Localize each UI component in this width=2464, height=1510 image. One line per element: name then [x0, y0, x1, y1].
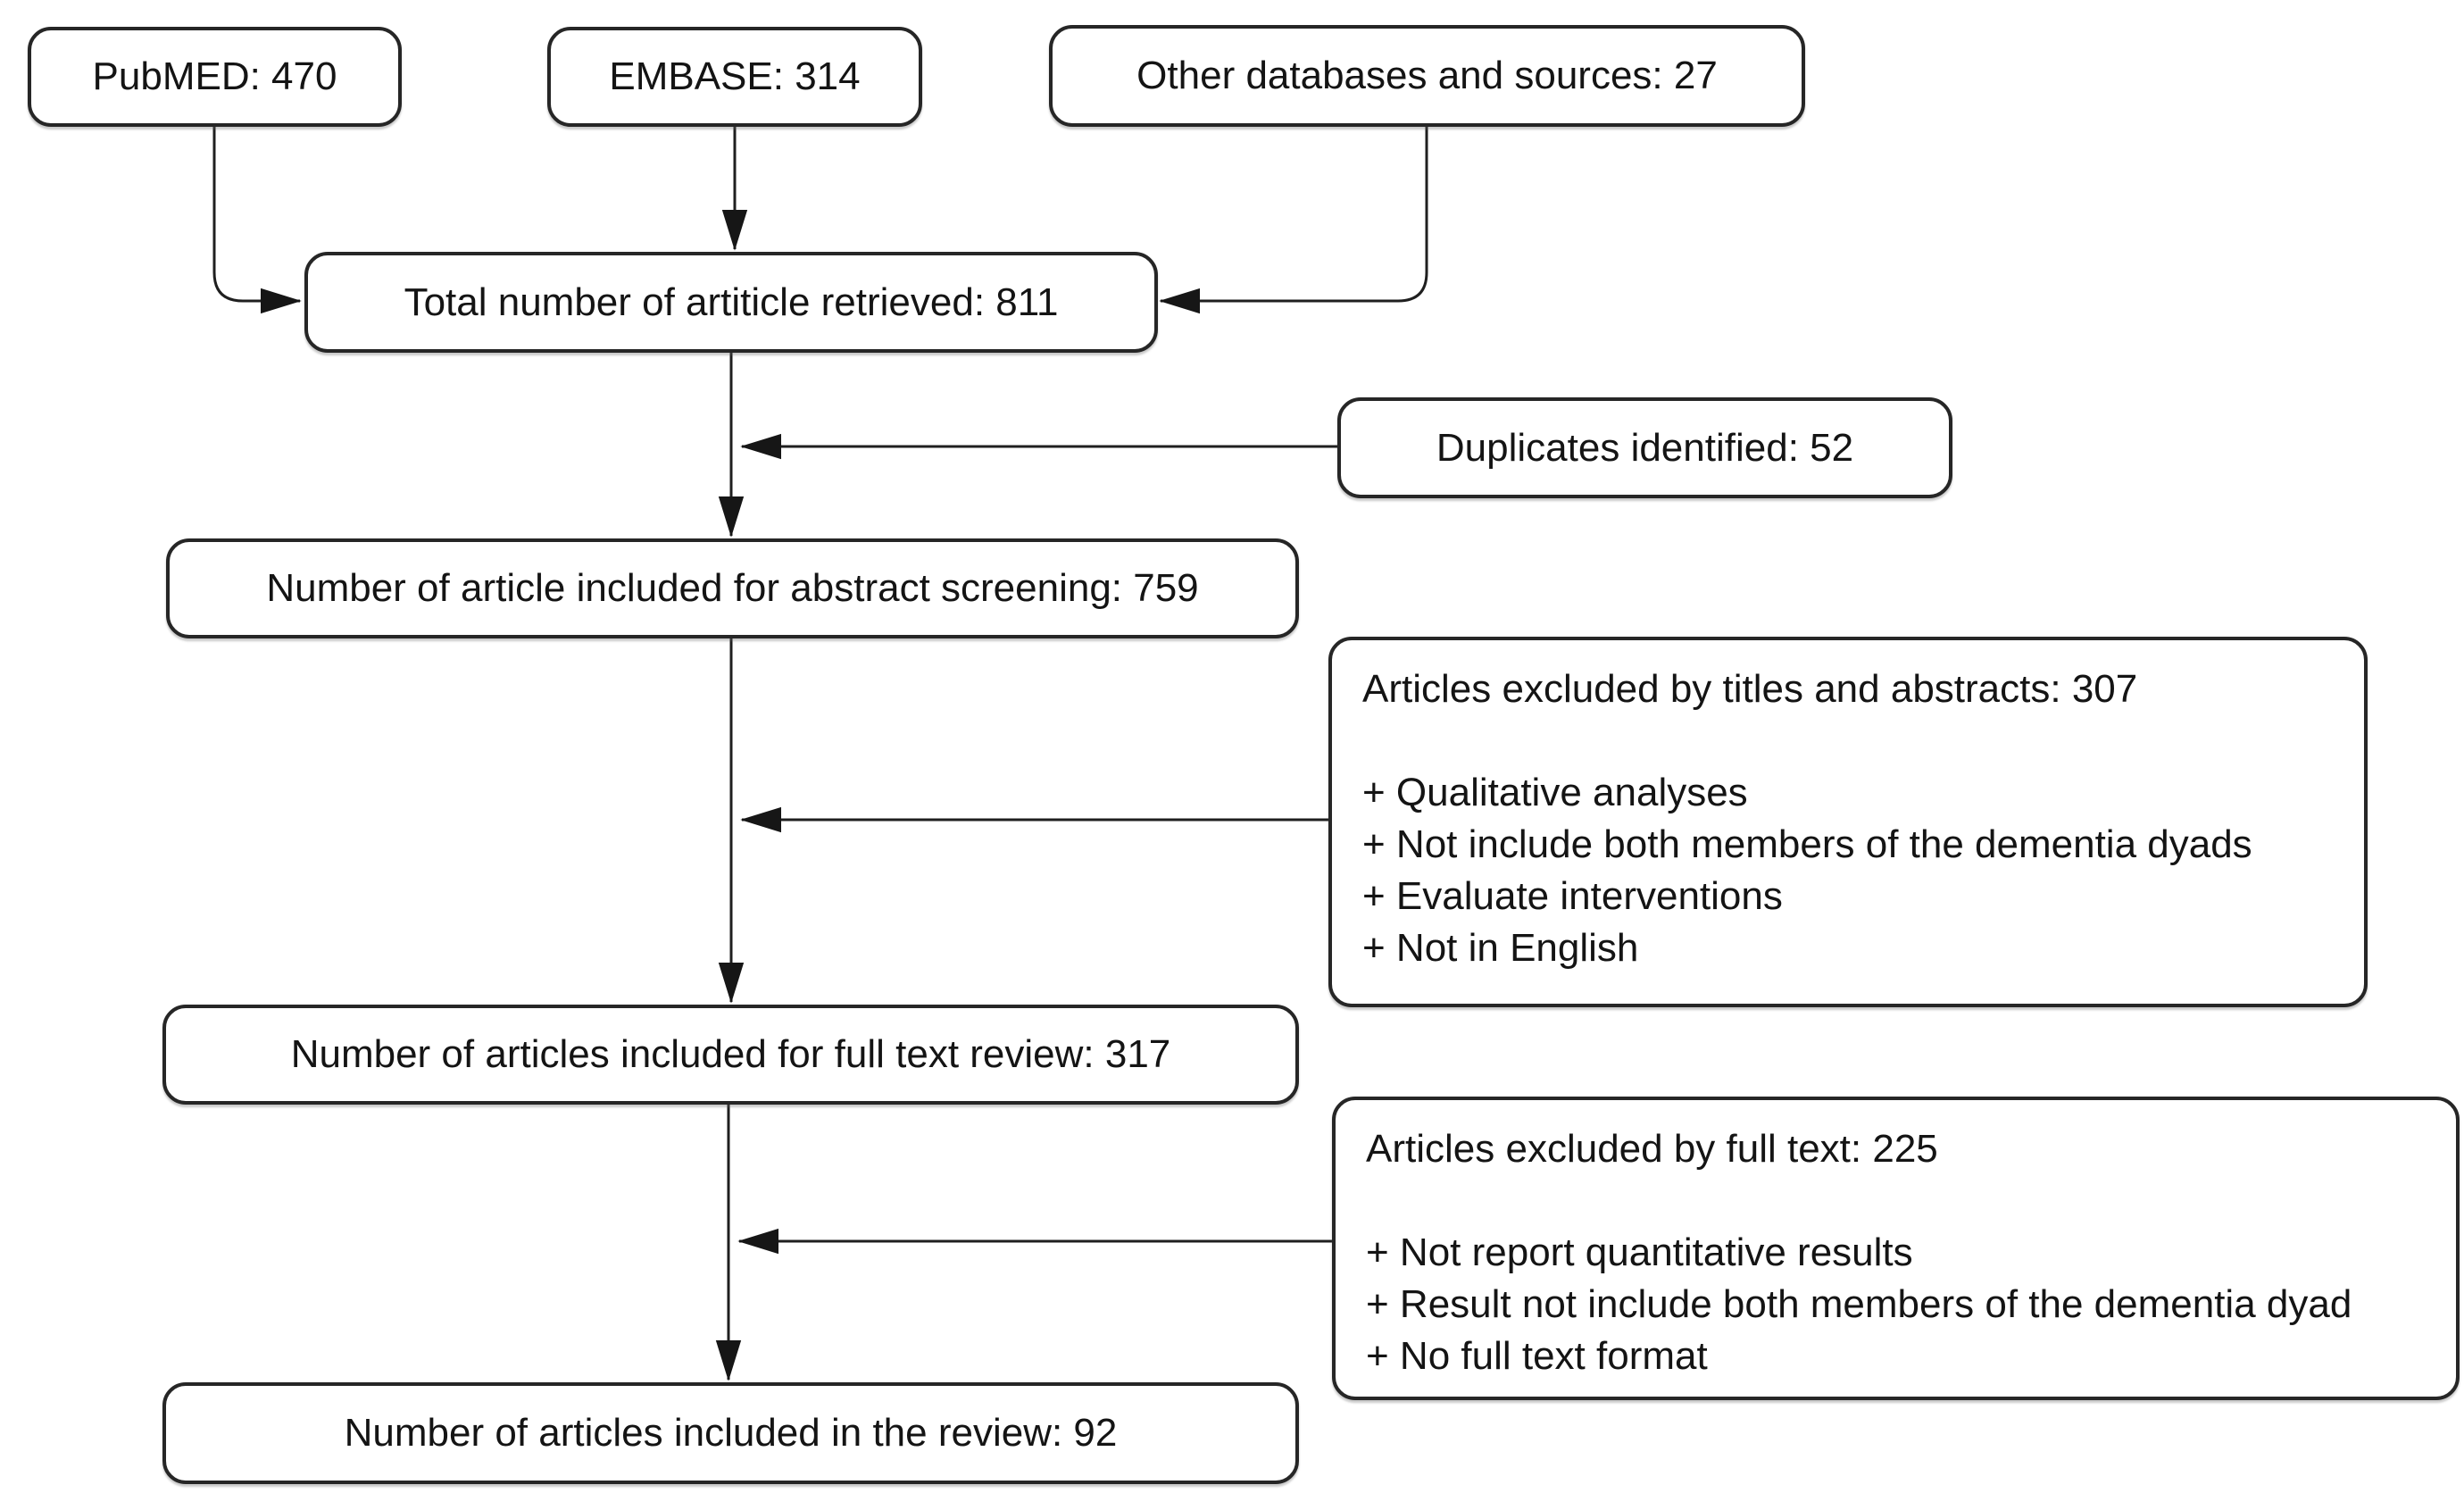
fulltext-review-box: Number of articles included for full tex…	[162, 1005, 1299, 1105]
exclusion-reason: + Not in English	[1362, 926, 1639, 970]
excluded-by-fulltext-reasons: + Not report quantitative results + Resul…	[1366, 1227, 2429, 1382]
excluded-by-abstract-title: Articles excluded by titles and abstract…	[1362, 667, 2138, 711]
abstract-screening-box: Number of article included for abstract …	[166, 538, 1299, 638]
embase-source-box: EMBASE: 314	[547, 27, 922, 127]
embase-source-label: EMBASE: 314	[609, 54, 861, 98]
pubmed-source-box: PubMED: 470	[28, 27, 402, 127]
total-retrieved-label: Total number of artiticle retrieved: 811	[404, 279, 1059, 324]
exclusion-reason: + No full text format	[1366, 1334, 1708, 1378]
fulltext-review-label: Number of articles included for full tex…	[290, 1032, 1171, 1076]
exclusion-reason: + Result not include both members of the…	[1366, 1282, 2352, 1326]
excluded-by-abstract-box: Articles excluded by titles and abstract…	[1328, 637, 2368, 1007]
pubmed-source-label: PubMED: 470	[92, 54, 337, 98]
arrow-other-to-total	[1161, 127, 1428, 301]
arrow-pubmed-to-total	[212, 127, 300, 301]
included-in-review-label: Number of articles included in the revie…	[344, 1411, 1118, 1455]
duplicates-identified-label: Duplicates identified: 52	[1436, 425, 1854, 470]
other-sources-box: Other databases and sources: 27	[1049, 25, 1805, 127]
excluded-by-fulltext-title: Articles excluded by full text: 225	[1366, 1127, 1938, 1171]
exclusion-reason: + Not include both members of the dement…	[1362, 822, 2252, 866]
exclusion-reason: + Evaluate interventions	[1362, 874, 1783, 918]
exclusion-reason: + Qualitative analyses	[1362, 771, 1748, 814]
other-sources-label: Other databases and sources: 27	[1136, 54, 1718, 97]
excluded-by-fulltext-box: Articles excluded by full text: 225 + No…	[1332, 1097, 2460, 1400]
included-in-review-box: Number of articles included in the revie…	[162, 1382, 1299, 1484]
duplicates-identified-box: Duplicates identified: 52	[1337, 397, 1952, 498]
exclusion-reason: + Not report quantitative results	[1366, 1231, 1913, 1274]
excluded-by-abstract-reasons: + Qualitative analyses + Not include both…	[1362, 767, 2337, 974]
abstract-screening-label: Number of article included for abstract …	[266, 566, 1199, 610]
total-retrieved-box: Total number of artiticle retrieved: 811	[304, 252, 1158, 353]
